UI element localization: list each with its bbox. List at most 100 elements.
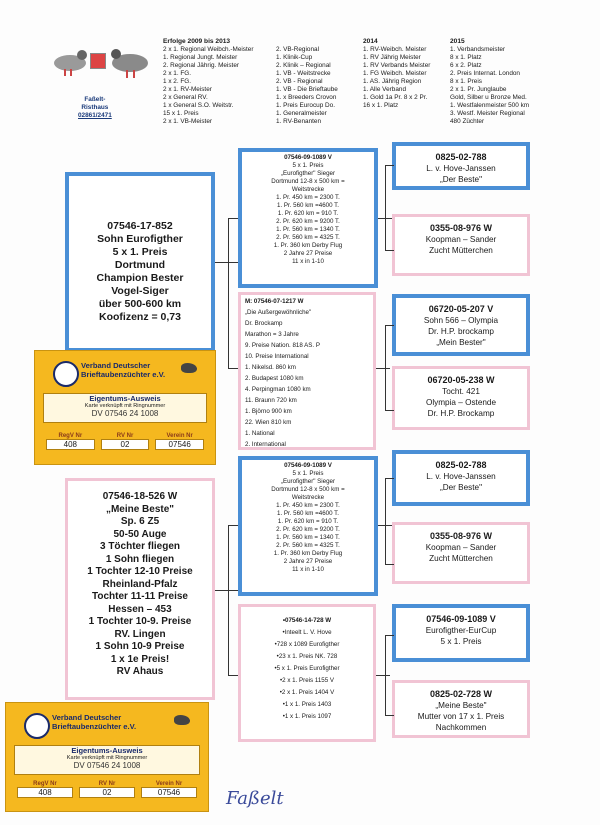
text-line: Zucht Mütterchen xyxy=(429,554,493,563)
text-line: 1. Gold 1a Pr. 8 x 2 Pr. xyxy=(363,94,428,101)
text-line: Dortmund 12-8 x 500 km = xyxy=(271,486,345,493)
text-line: Koofizenz = 0,73 xyxy=(99,311,181,323)
text-line: 2 x General RV. xyxy=(163,94,208,101)
field-label: RegV Nr xyxy=(58,433,83,439)
text-line: 3. Westf. Meister Regional xyxy=(450,110,525,117)
text-line: Hessen – 453 xyxy=(108,603,172,615)
text-line: 2. Pr. 560 km = 4325 T. xyxy=(276,542,340,549)
text-line: •728 x 1089 Eurofigther xyxy=(274,641,340,648)
text-line: 1. VB - Die Brieftaube xyxy=(276,86,338,93)
field-value: 07546 xyxy=(155,439,205,450)
text-line: Gold, Silber u Bronze Med. xyxy=(450,94,527,101)
card-subtitle: Karte verknüpft mit Ringnummer xyxy=(66,755,148,761)
field-value: 07546 xyxy=(141,787,197,798)
text-line: 07546-09-1089 V xyxy=(284,154,332,161)
field-value: 408 xyxy=(46,439,95,450)
text-line: 2 Jahre 27 Preise xyxy=(283,250,333,257)
text-line: 1. Pr. 450 km = 2300 T. xyxy=(276,502,340,509)
text-line: 1. Pr. 560 km = 1340 T. xyxy=(276,534,340,541)
text-line: Champion Bester xyxy=(96,272,184,284)
text-line: 1 Sohn fliegen xyxy=(105,553,175,565)
text-line: 07546-09-1089 V xyxy=(426,614,496,624)
text-line: 2 x 1. VB-Meister xyxy=(163,118,213,125)
mother-box-top: M: 07546-07-1217 W„Die Außergewöhnliche"… xyxy=(238,292,376,450)
text-line: 2. Pr. 560 km = 4325 T. xyxy=(276,234,340,241)
text-line: 2. Budapest 1080 km xyxy=(245,375,304,382)
text-line: Dr. H.P. Brockamp xyxy=(427,409,495,418)
text-line: 2. Preis Internat. London xyxy=(450,70,520,77)
text-line: 2. Pr. 620 km = 9200 T. xyxy=(276,526,340,533)
text-line: Sohn Eurofigther xyxy=(97,233,183,245)
text-line: 2. Klinik – Regional xyxy=(276,62,331,69)
text-line: 5 x 1. Preis xyxy=(292,470,324,477)
text-line: 1. RV Jährig Meister xyxy=(363,54,421,61)
text-line: 11. Braunn 720 km xyxy=(245,397,297,404)
text-line: 0825-02-788 xyxy=(435,460,487,470)
text-line: 1. Westfalenmeister 500 km xyxy=(450,102,530,109)
text-line: 1. Nikelsd. 860 km xyxy=(245,364,296,371)
text-line: 1. FG Weibch. Meister xyxy=(363,70,427,77)
text-line: •2 x 1. Preis 1404 V xyxy=(279,689,335,696)
text-line: 2. Regional Jährig. Meister xyxy=(163,62,240,69)
text-line: 11 x in 1-10 xyxy=(292,258,324,265)
ownership-card-bottom: Verband Deutscher Brieftaubenzüchter e.V… xyxy=(5,702,209,812)
card-title: Eigentums-Ausweis xyxy=(71,746,143,755)
caption-line: Risthaus xyxy=(81,104,109,111)
text-line: Nachkommen xyxy=(435,723,487,732)
text-line: 2. Pr. 620 km = 9200 T. xyxy=(276,218,340,225)
caption-line: Faßelt- xyxy=(84,96,106,103)
text-line: „Eurofigther" Sieger xyxy=(280,170,336,177)
card-ring: DV 07546 24 1008 xyxy=(91,409,159,418)
text-line: 1 x 2. FG. xyxy=(163,78,192,85)
text-line: Eurofigther-EurCup xyxy=(425,626,497,635)
text-line: •Inteelt L. V. Hove xyxy=(282,629,332,636)
text-line: 8 x 1. Preis xyxy=(450,78,482,85)
text-line: M: 07546-07-1217 W xyxy=(245,298,304,305)
text-line: 1. RV-Benanten xyxy=(276,118,322,125)
text-line: 50-50 Auge xyxy=(113,528,167,540)
text-line: 1. Pr. 450 km = 2300 T. xyxy=(276,194,340,201)
pigeon-icon xyxy=(181,363,197,373)
text-line: •07546-14-728 W xyxy=(282,617,332,624)
text-line: Dortmund 12-8 x 500 km = xyxy=(271,178,345,185)
text-line: 1. Pr. 360 km Derby Flug xyxy=(273,242,343,249)
text-line: 6 x 2. Platz xyxy=(450,62,482,69)
text-line: 2. VB - Regional xyxy=(276,78,323,85)
card-ring: DV 07546 24 1008 xyxy=(73,761,141,770)
text-line: Tochter 11-11 Preise xyxy=(92,591,188,602)
signature: Faßelt xyxy=(226,788,284,809)
text-line: „Mein Bester" xyxy=(436,338,486,347)
text-line: 10. Preise International xyxy=(245,353,309,360)
text-line: 1. Pr. 620 km = 910 T. xyxy=(277,210,339,217)
text-line: 1. x Breeders Crovon xyxy=(276,94,337,101)
text-line: Rheinland-Pfalz xyxy=(102,578,178,590)
pigeon-icon-right xyxy=(108,43,154,79)
text-line: Olympia – Ostende xyxy=(425,398,497,407)
pigeon-icon xyxy=(174,715,190,725)
text-line: 1. Regional Jungt. Meister xyxy=(163,54,238,61)
text-line: 0355-08-976 W xyxy=(429,531,493,541)
text-line: 11 x in 1-10 xyxy=(292,566,324,573)
text-line: 06720-05-238 W xyxy=(427,375,495,385)
text-line: 1. Pr. 560 km =4600 T. xyxy=(277,202,339,209)
federation-logo-icon xyxy=(53,361,79,387)
text-line: •1 x 1. Preis 1403 xyxy=(282,701,332,708)
text-line: 06720-05-207 V xyxy=(428,304,494,314)
caption-line: 02861/2471 xyxy=(78,112,112,119)
card-title: Eigentums-Ausweis xyxy=(89,394,161,403)
mother-bottom-text: •07546-14-728 W •Inteelt L. V. Hove •728 x… xyxy=(241,615,373,723)
text-line: 2. VB-Regional xyxy=(276,46,319,53)
text-line: 1. Klinik-Cup xyxy=(276,54,313,61)
